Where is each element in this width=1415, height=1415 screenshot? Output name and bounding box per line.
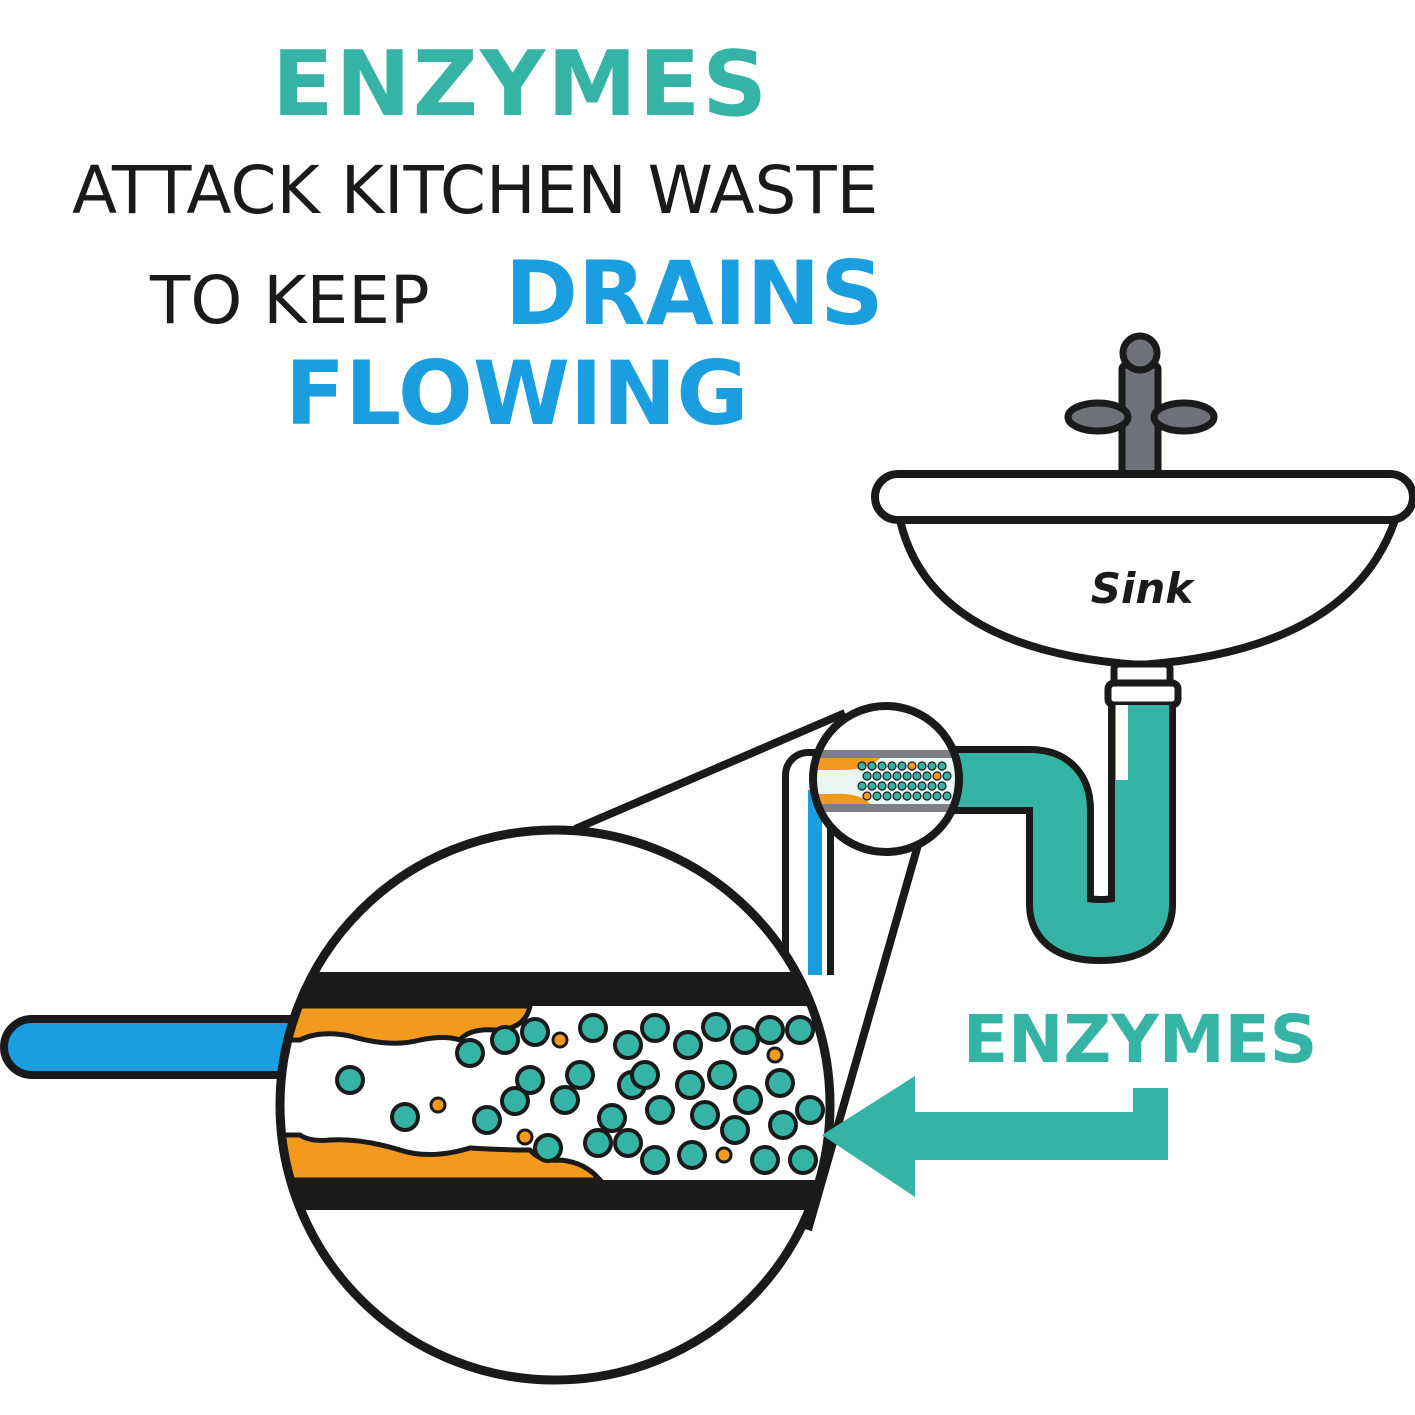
enzyme-particle <box>768 1110 798 1140</box>
sink-basin: Sink <box>871 470 1415 709</box>
enzyme-particle-small <box>917 761 927 771</box>
small-magnifier <box>809 702 963 856</box>
enzyme-particle-small <box>942 791 952 801</box>
grease-bottom <box>280 1132 606 1183</box>
enzyme-particle <box>533 1133 563 1163</box>
headline-attack-kitchen-waste: ATTACK KITCHEN WASTE <box>72 152 879 229</box>
enzyme-particle-small <box>932 771 942 781</box>
main-drain-pipe <box>0 1015 328 1079</box>
enzyme-particle-small <box>897 761 907 771</box>
enzyme-particle-small <box>892 771 902 781</box>
enzyme-particle-small <box>907 781 917 791</box>
enzyme-particle <box>640 1013 670 1043</box>
enzyme-particle-small <box>862 771 872 781</box>
enzyme-particle-small <box>872 771 882 781</box>
enzyme-particle <box>795 1095 825 1125</box>
enzyme-particle <box>675 1070 705 1100</box>
headline-to-keep: TO KEEP <box>150 262 430 339</box>
enzyme-particle <box>690 1100 720 1130</box>
enzyme-particle <box>597 1103 627 1133</box>
headline-enzymes: ENZYMES <box>272 32 770 137</box>
enzyme-particle-small <box>872 791 882 801</box>
enzymes-label: ENZYMES <box>963 1001 1317 1078</box>
grease-particle <box>766 1046 784 1064</box>
headline-flowing: FLOWING <box>285 342 749 445</box>
enzyme-particle-small <box>927 761 937 771</box>
enzyme-particle <box>565 1060 595 1090</box>
enzymes-arrow-icon <box>822 1076 1168 1197</box>
enzyme-particle <box>500 1086 530 1116</box>
enzyme-particle <box>583 1128 613 1158</box>
enzyme-particle <box>673 1030 703 1060</box>
enzyme-particle-small <box>902 771 912 781</box>
enzyme-particle <box>515 1065 545 1095</box>
enzyme-particle-small <box>902 791 912 801</box>
enzyme-particle <box>455 1038 485 1068</box>
enzyme-particle-small <box>937 761 947 771</box>
enzyme-particle <box>785 1015 815 1045</box>
enzyme-particle-small <box>927 781 937 791</box>
enzyme-particle-small <box>922 791 932 801</box>
enzyme-particle <box>550 1085 580 1115</box>
enzyme-particle-small <box>907 761 917 771</box>
enzyme-particle <box>578 1013 608 1043</box>
enzyme-particle <box>788 1145 818 1175</box>
enzyme-particle-small <box>882 791 892 801</box>
enzyme-particle-small <box>912 771 922 781</box>
enzyme-particle-small <box>912 791 922 801</box>
enzyme-particle-small <box>917 781 927 791</box>
grease-particle <box>516 1128 534 1146</box>
enzyme-particle <box>472 1105 502 1135</box>
headline-drains: DRAINS <box>505 242 884 345</box>
enzyme-particle <box>640 1145 670 1175</box>
enzyme-particle <box>335 1065 365 1095</box>
enzyme-particle <box>490 1025 520 1055</box>
grease-particle <box>429 1096 447 1114</box>
enzyme-particle <box>701 1012 731 1042</box>
enzyme-particle-small <box>922 771 932 781</box>
enzyme-particle-small <box>857 761 867 771</box>
enzyme-particle-small <box>932 791 942 801</box>
grease-particle <box>551 1031 569 1049</box>
enzyme-particle-small <box>867 761 877 771</box>
enzyme-particle <box>733 1085 763 1115</box>
enzyme-particle <box>645 1095 675 1125</box>
sink-label: Sink <box>1091 564 1197 613</box>
enzyme-particle <box>677 1140 707 1170</box>
faucet-icon <box>1064 332 1218 481</box>
enzyme-particle <box>765 1068 795 1098</box>
enzyme-particle-small <box>877 781 887 791</box>
enzyme-particle-small <box>887 781 897 791</box>
enzyme-particle-small <box>862 791 872 801</box>
enzyme-particle <box>750 1145 780 1175</box>
enzyme-particle-small <box>937 781 947 791</box>
enzyme-particle-small <box>887 761 897 771</box>
enzyme-particle <box>755 1015 785 1045</box>
grease-particle <box>715 1146 733 1164</box>
enzyme-particles <box>335 1012 825 1175</box>
enzyme-particle-small <box>882 771 892 781</box>
enzyme-particle-small <box>942 771 952 781</box>
enzyme-particle <box>390 1102 420 1132</box>
enzyme-particle <box>613 1030 643 1060</box>
enzyme-particle-small <box>892 791 902 801</box>
enzyme-particle <box>520 1017 550 1047</box>
enzyme-particle-small <box>877 761 887 771</box>
enzyme-particle <box>720 1115 750 1145</box>
enzyme-particle <box>707 1060 737 1090</box>
enzyme-particles-small <box>857 761 952 801</box>
enzyme-particle <box>730 1025 760 1055</box>
p-trap-pipe <box>910 705 1176 964</box>
enzyme-particle <box>630 1060 660 1090</box>
enzyme-particle <box>613 1128 643 1158</box>
enzyme-particle-small <box>897 781 907 791</box>
magnified-view <box>275 825 835 1385</box>
enzyme-particle-small <box>867 781 877 791</box>
enzyme-particle-small <box>857 781 867 791</box>
